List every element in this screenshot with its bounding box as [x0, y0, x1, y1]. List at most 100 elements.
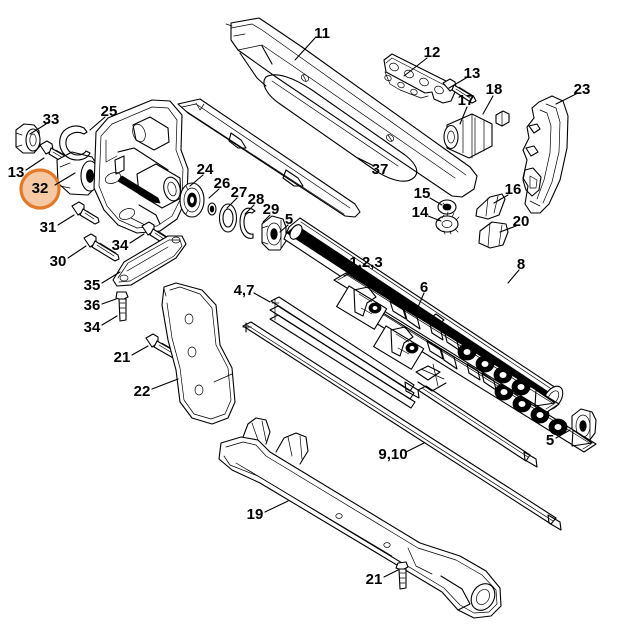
leader-line-8: [507, 269, 520, 284]
part-9-10-flex-shaft: [242, 321, 562, 531]
leader-line-26: [208, 188, 220, 199]
part-callout-24[interactable]: 24: [197, 161, 214, 178]
part-callout-11[interactable]: 11: [314, 25, 330, 42]
part-callout-33[interactable]: 33: [43, 111, 60, 128]
leader-line-6: [417, 292, 425, 308]
highlighted-part-callout-32[interactable]: 32: [32, 180, 49, 197]
leader-line-21: [131, 345, 149, 356]
part-16-insert-block: [475, 193, 506, 220]
part-17-bearing: [443, 113, 493, 159]
leader-line-32: [54, 172, 76, 186]
part-callout-30[interactable]: 30: [50, 253, 67, 270]
leader-line-17: [459, 106, 468, 125]
leader-line-28: [244, 204, 255, 215]
part-callout-5[interactable]: 5: [546, 432, 554, 449]
part-callout-35[interactable]: 35: [84, 277, 101, 294]
part-callout-22[interactable]: 22: [134, 383, 151, 400]
part-21-bolt-lower: [395, 561, 409, 590]
part-callout-34[interactable]: 34: [84, 319, 101, 336]
part-32-buffer: [56, 151, 100, 196]
part-callout-1-2-3[interactable]: 1,2,3: [349, 254, 382, 271]
part-30-bolt: [83, 233, 120, 262]
part-28-circlip: [239, 207, 256, 239]
leader-line-13: [448, 77, 467, 89]
leader-line-25: [89, 116, 106, 131]
leader-line-30: [67, 245, 87, 259]
part-callout-21[interactable]: 21: [114, 349, 131, 366]
leader-line-12: [403, 57, 428, 77]
part-24-ball-bearing: [179, 182, 205, 218]
part-callout-16[interactable]: 16: [505, 181, 522, 198]
part-callout-37[interactable]: 37: [372, 161, 389, 178]
part-35-plate: [112, 235, 187, 287]
part-callout-15[interactable]: 15: [414, 185, 431, 202]
leader-line-31: [57, 214, 75, 226]
part-callout-4-7[interactable]: 4,7: [234, 282, 255, 299]
part-callout-6[interactable]: 6: [420, 279, 428, 296]
part-23-handle-shell: [522, 95, 569, 214]
part-callout-21[interactable]: 21: [366, 571, 383, 588]
leader-line-37: [357, 157, 375, 167]
leader-line-33: [29, 123, 47, 135]
part-callout-13[interactable]: 13: [464, 65, 481, 82]
part-4-7-liner-rods: [269, 296, 420, 409]
main-bracket-housing: [93, 99, 189, 234]
leader-line-1-2-3: [343, 266, 362, 277]
leader-line-5: [555, 429, 571, 439]
leader-line-29: [262, 214, 271, 223]
part-callout-12[interactable]: 12: [424, 44, 441, 61]
part-20-insert-block: [478, 221, 509, 249]
part-19-lower-housing: [218, 417, 502, 619]
leader-line-18: [482, 95, 494, 115]
part-callout-31[interactable]: 31: [40, 219, 57, 236]
leader-line-9-10: [405, 442, 425, 453]
part-callout-8[interactable]: 8: [517, 256, 525, 273]
part-callout-13[interactable]: 13: [8, 164, 25, 181]
part-callout-14[interactable]: 14: [412, 204, 429, 221]
part-callout-18[interactable]: 18: [486, 81, 503, 98]
part-22-side-guard: [161, 282, 236, 425]
part-14-lock-washer: [435, 211, 460, 235]
part-11-housing: [177, 17, 478, 218]
leader-line-23: [555, 93, 577, 105]
leader-line-11: [294, 37, 316, 61]
part-26-washer: [207, 202, 217, 216]
part-callout-20[interactable]: 20: [513, 213, 530, 230]
leader-line-35: [101, 271, 121, 284]
leader-line-20: [499, 225, 517, 233]
leader-line-13: [25, 157, 45, 171]
leader-line-4-7: [253, 292, 271, 303]
leader-line-34: [101, 315, 118, 326]
part-callout-23[interactable]: 23: [574, 81, 591, 98]
part-callout-28[interactable]: 28: [248, 191, 265, 208]
part-31-bolt: [71, 201, 100, 225]
part-27-spacer-ring: [218, 203, 238, 233]
part-callout-36[interactable]: 36: [84, 297, 101, 314]
part-callout-25[interactable]: 25: [101, 103, 118, 120]
part-callout-29[interactable]: 29: [263, 201, 280, 218]
leader-line-27: [226, 197, 238, 209]
part-15-washer: [437, 199, 457, 215]
part-12-strap: [383, 53, 456, 104]
highlight-circle-part-32[interactable]: [19, 168, 61, 210]
leader-line-22: [151, 378, 179, 390]
part-13-bolt-upper: [442, 78, 477, 104]
leader-line-34: [129, 233, 145, 244]
leader-line-15: [429, 197, 443, 206]
leader-line-5: [279, 224, 289, 233]
part-callout-5[interactable]: 5: [285, 211, 293, 228]
part-callout-27[interactable]: 27: [231, 184, 248, 201]
part-callout-17[interactable]: 17: [458, 92, 475, 109]
part-callout-19[interactable]: 19: [247, 506, 264, 523]
part-callout-9-10[interactable]: 9,10: [378, 446, 407, 463]
part-callout-26[interactable]: 26: [214, 175, 231, 192]
part-29-collar-nut: [261, 215, 287, 251]
leader-lines-group: [25, 37, 577, 578]
leader-line-24: [189, 174, 204, 187]
part-33-bushing: [15, 123, 41, 154]
part-callout-34[interactable]: 34: [112, 237, 129, 254]
leader-line-19: [264, 500, 289, 513]
